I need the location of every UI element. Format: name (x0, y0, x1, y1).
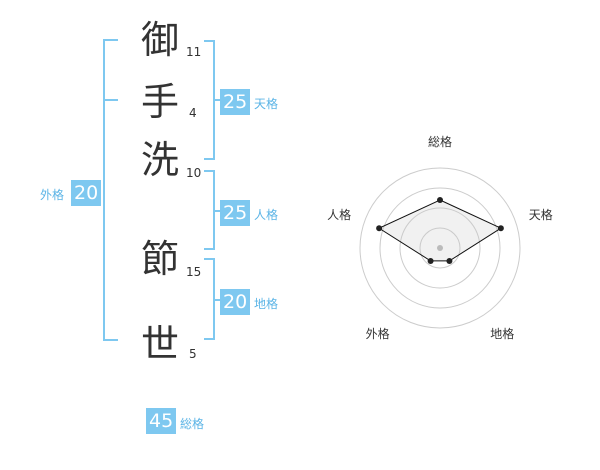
radar-ring-3 (379, 187, 501, 309)
soukaku-value-badge: 45 (146, 408, 177, 434)
bracket-gaikaku (103, 39, 118, 341)
stroke-count-2: 4 (189, 106, 197, 120)
jinkaku-label: 人格 (254, 208, 279, 222)
chikaku-value-badge: 20 (220, 289, 251, 315)
radar-ring-2 (399, 207, 481, 289)
radar-axis-label-4: 外格 (366, 326, 390, 341)
radar-point-5 (376, 225, 383, 232)
radar-ring-4 (359, 167, 521, 329)
radar-data-area (378, 199, 502, 262)
tenkaku-value-badge: 25 (220, 89, 251, 115)
radar-center-dot (437, 245, 443, 251)
gaikaku-value-badge: 20 (71, 180, 102, 206)
radar-points (376, 197, 504, 264)
radar-axis-label-2: 天格 (529, 207, 553, 222)
stroke-count-1: 11 (186, 45, 202, 59)
stroke-count-5: 5 (189, 347, 197, 361)
soukaku-label: 総格 (180, 417, 205, 431)
radar-axis-label-5: 人格 (327, 207, 351, 222)
radar-point-1 (437, 197, 443, 203)
tenkaku-label: 天格 (254, 97, 279, 111)
chikaku-label: 地格 (254, 297, 279, 311)
radar-axis-label-3: 地格 (490, 326, 514, 341)
name-char-2: 手 (140, 80, 179, 124)
stroke-count-4: 15 (186, 265, 202, 279)
stroke-count-3: 10 (186, 166, 202, 180)
jinkaku-value-badge: 25 (220, 200, 251, 226)
radar-rings (359, 167, 521, 329)
name-char-3: 洗 (140, 138, 179, 182)
radar-point-3 (446, 257, 453, 264)
name-char-5: 世 (140, 322, 179, 366)
name-char-4: 節 (140, 237, 179, 281)
radar-axis-label-1: 総格 (428, 134, 452, 149)
radar-point-2 (497, 225, 504, 232)
name-char-1: 御 (140, 18, 179, 62)
radar-ring-1 (419, 227, 461, 269)
gaikaku-label: 外格 (40, 188, 65, 202)
radar-point-4 (427, 257, 434, 264)
